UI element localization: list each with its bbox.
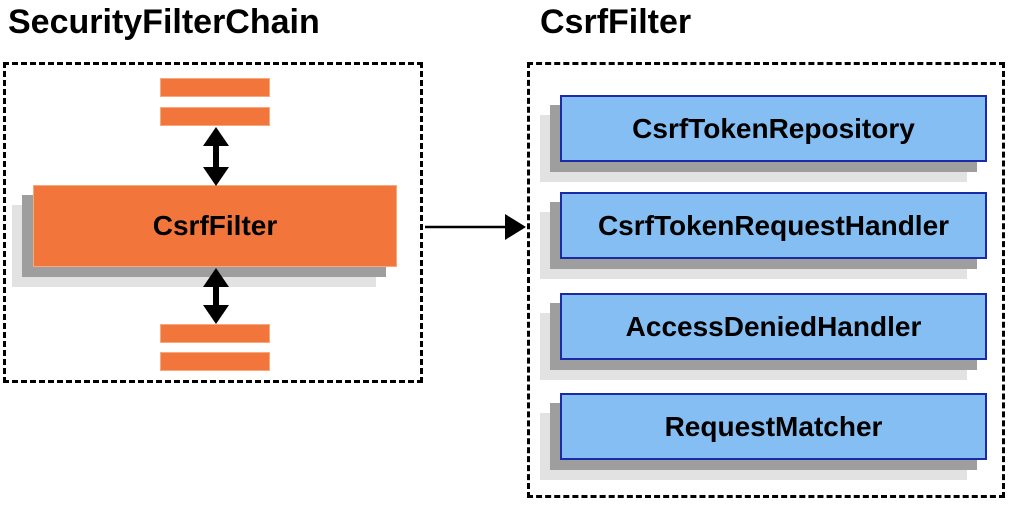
filter-chain-bar-bottom-1 (160, 324, 270, 343)
component-box-csrf-token-repository: CsrfTokenRepository (560, 95, 987, 162)
filter-chain-bar-top-2 (160, 107, 270, 126)
component-label: AccessDeniedHandler (625, 310, 922, 342)
component-label: CsrfTokenRepository (632, 112, 915, 144)
component-box-csrf-token-request-handler: CsrfTokenRequestHandler (560, 192, 987, 259)
csrf-filter-node: CsrfFilter (33, 185, 397, 267)
component-box-access-denied-handler: AccessDeniedHandler (560, 293, 987, 360)
component-label: CsrfTokenRequestHandler (597, 209, 950, 241)
component-box-request-matcher: RequestMatcher (560, 393, 987, 460)
filter-chain-bar-bottom-2 (160, 352, 270, 371)
security-filter-chain-panel: CsrfFilter (3, 62, 423, 383)
csrf-filter-node-label: CsrfFilter (152, 210, 278, 241)
filter-chain-bar-top-1 (160, 78, 270, 97)
component-label: RequestMatcher (664, 410, 883, 442)
csrf-filter-panel: CsrfTokenRepository CsrfTokenRequestHand… (527, 62, 1005, 498)
flow-arrow-right-icon (425, 214, 526, 240)
security-filter-chain-title: SecurityFilterChain (8, 3, 320, 41)
csrf-filter-title: CsrfFilter (540, 3, 692, 41)
